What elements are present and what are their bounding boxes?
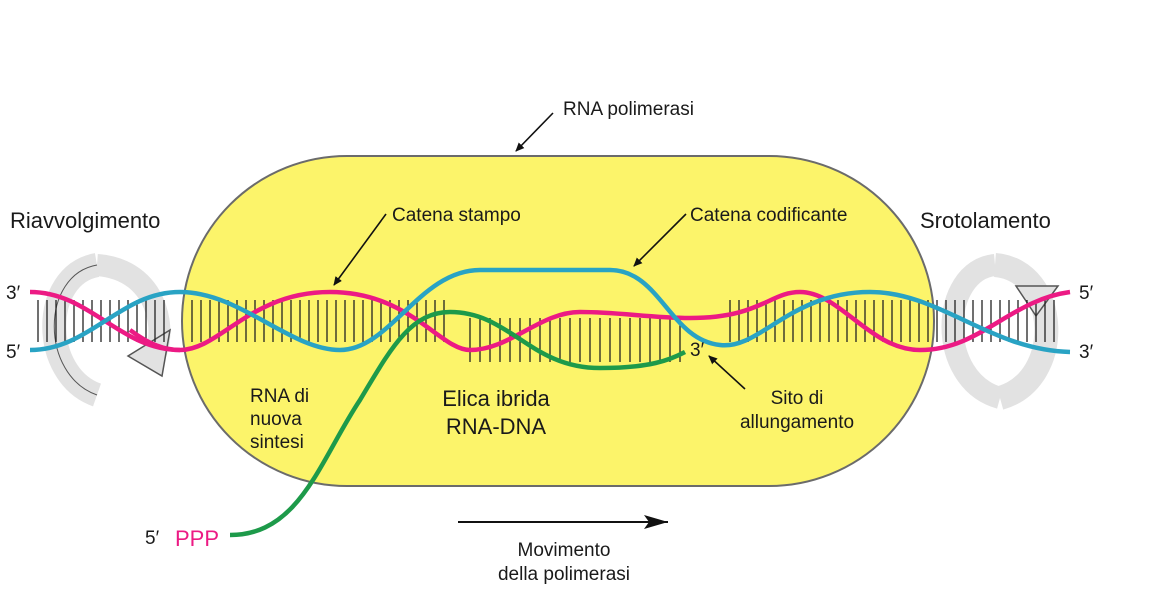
new-rna-label-line3: sintesi [250,432,304,453]
template-strand [29,289,1071,353]
rewinding-label: Riavvolgimento [10,208,160,233]
rna-strand [229,309,687,538]
elongation-site-label-line2: allungamento [740,412,854,433]
elongation-site-label-line1: Sito di [771,388,824,409]
template-strand-crossing [128,328,181,353]
rna-polymerase-label: RNA polimerasi [563,99,694,120]
unwinding-label: Srotolamento [920,208,1051,233]
left-top-3prime-end: 3′ [6,283,21,304]
elongation-site-leader [708,355,746,390]
template-strand-leader [333,213,387,286]
rewinding-circular-arrow-icon [42,253,172,407]
triphosphate-label: PPP [175,526,219,551]
movement-label-line2: della polimerasi [498,564,630,585]
unwinding-circular-arrow-icon [941,253,1060,410]
hybrid-helix-label-line2: RNA-DNA [446,414,547,439]
template-strand-label: Catena stampo [392,205,521,226]
hybrid-helix-label-line1: Elica ibrida [442,386,550,411]
rna-3prime-end: 3′ [690,340,705,361]
rna-5prime-end: 5′ [145,528,160,549]
rna-polymerase-leader [515,112,554,152]
rna-polymerase-body [181,155,935,487]
right-top-5prime-end: 5′ [1079,283,1094,304]
new-rna-label-line2: nuova [250,409,302,430]
left-bottom-5prime-end: 5′ [6,342,21,363]
movement-label-line1: Movimento [518,540,611,561]
right-bottom-3prime-end: 3′ [1079,342,1094,363]
coding-strand-leader [633,213,687,267]
coding-strand-label: Catena codificante [690,205,847,226]
coding-strand [29,267,1071,355]
new-rna-label-line1: RNA di [250,386,309,407]
